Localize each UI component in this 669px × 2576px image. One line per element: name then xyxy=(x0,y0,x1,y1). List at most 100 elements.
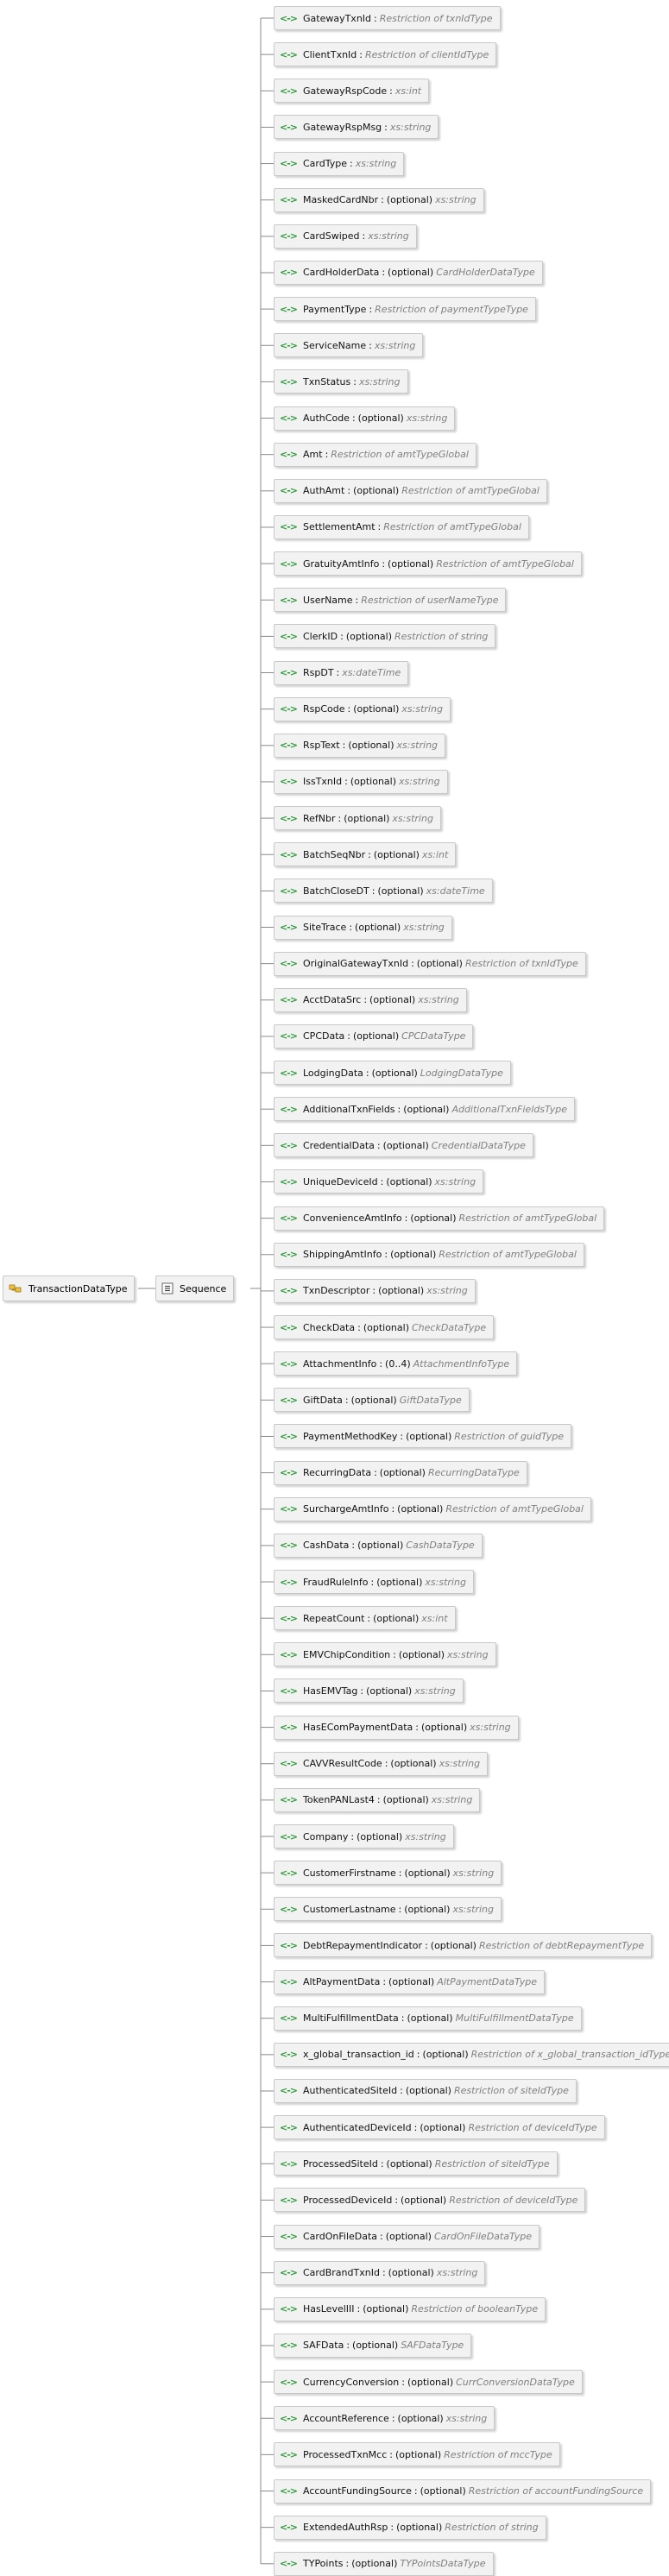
element-node[interactable]: <->CheckData:(optional)CheckDataType xyxy=(274,1315,495,1340)
element-node[interactable]: <->SettlementAmt:Restriction of amtTypeG… xyxy=(274,514,529,539)
element-separator: : xyxy=(404,1212,408,1225)
element-name: SAFData xyxy=(303,2340,344,2352)
element-node[interactable]: <->AuthenticatedSiteId:(optional)Restric… xyxy=(274,2078,577,2103)
element-node[interactable]: <->CurrencyConversion:(optional)CurrConv… xyxy=(274,2370,583,2395)
sequence-compositor[interactable]: Sequence xyxy=(155,1275,235,1301)
element-node[interactable]: <->AuthCode:(optional)xs:string xyxy=(274,406,456,431)
element-icon: <-> xyxy=(280,1830,298,1842)
root-complex-type[interactable]: TransactionDataType xyxy=(3,1275,136,1301)
element-occurrence: (optional) xyxy=(404,1867,451,1879)
element-node[interactable]: <->CashData:(optional)CashDataType xyxy=(274,1533,483,1558)
element-node[interactable]: <->BatchSeqNbr:(optional)xs:int xyxy=(274,842,457,867)
element-node[interactable]: <->ClientTxnId:Restriction of clientIdTy… xyxy=(274,42,497,67)
element-node[interactable]: <->CustomerLastname:(optional)xs:string xyxy=(274,1897,502,1922)
element-node[interactable]: <->CardHolderData:(optional)CardHolderDa… xyxy=(274,260,543,285)
element-node[interactable]: <->RspDT:xs:dateTime xyxy=(274,660,409,685)
element-name: CardOnFileData xyxy=(303,2231,378,2243)
element-node[interactable]: <->CardBrandTxnId:(optional)xs:string xyxy=(274,2260,486,2285)
element-node[interactable]: <->CPCData:(optional)CPCDataType xyxy=(274,1023,474,1049)
element-icon: <-> xyxy=(280,413,298,425)
element-node[interactable]: <->LodgingData:(optional)LodgingDataType xyxy=(274,1061,511,1086)
element-node[interactable]: <->RepeatCount:(optional)xs:int xyxy=(274,1606,456,1631)
element-name: GatewayRspMsg xyxy=(303,121,382,133)
element-separator: : xyxy=(351,1540,356,1552)
element-node[interactable]: <->TokenPANLast4:(optional)xs:string xyxy=(274,1787,481,1812)
element-occurrence: (optional) xyxy=(348,740,394,752)
element-node[interactable]: <->PaymentMethodKey:(optional)Restrictio… xyxy=(274,1424,572,1449)
element-node[interactable]: <->AttachmentInfo:(0..4)AttachmentInfoTy… xyxy=(274,1351,518,1376)
element-node[interactable]: <->ServiceName:xs:string xyxy=(274,333,424,358)
element-node[interactable]: <->TYPoints:(optional)TYPointsDataType xyxy=(274,2551,494,2576)
element-node[interactable]: <->RspCode:(optional)xs:string xyxy=(274,696,451,721)
element-node[interactable]: <->EMVChipCondition:(optional)xs:string xyxy=(274,1642,496,1667)
element-separator: : xyxy=(369,303,373,315)
element-node[interactable]: <->HasLevelIII:(optional)Restriction of … xyxy=(274,2296,546,2321)
element-node[interactable]: <->CardType:xs:string xyxy=(274,151,405,176)
element-node[interactable]: <->OriginalGatewayTxnId:(optional)Restri… xyxy=(274,951,586,976)
element-node[interactable]: <->AuthAmt:(optional)Restriction of amtT… xyxy=(274,478,547,503)
element-node[interactable]: <->PaymentType:Restriction of paymentTyp… xyxy=(274,297,536,322)
element-node[interactable]: <->x_global_transaction_id:(optional)Res… xyxy=(274,2042,669,2067)
element-icon: <-> xyxy=(280,1648,298,1660)
element-icon: <-> xyxy=(280,1430,298,1442)
element-node[interactable]: <->TxnStatus:xs:string xyxy=(274,369,408,394)
element-node[interactable]: <->DebtRepaymentIndicator:(optional)Rest… xyxy=(274,1933,653,1958)
element-node[interactable]: <->ProcessedTxnMcc:(optional)Restriction… xyxy=(274,2442,560,2467)
element-node[interactable]: <->RefNbr:(optional)xs:string xyxy=(274,806,441,831)
element-node[interactable]: <->AltPaymentData:(optional)AltPaymentDa… xyxy=(274,1969,546,1994)
element-name: TYPoints xyxy=(303,2558,344,2570)
element-node[interactable]: <->BatchCloseDT:(optional)xs:dateTime xyxy=(274,879,493,904)
element-node[interactable]: <->GatewayTxnId:Restriction of txnIdType xyxy=(274,6,501,30)
element-node[interactable]: <->UniqueDeviceId:(optional)xs:string xyxy=(274,1169,484,1194)
element-node[interactable]: <->SAFData:(optional)SAFDataType xyxy=(274,2333,472,2358)
element-node[interactable]: <->SiteTrace:(optional)xs:string xyxy=(274,915,452,940)
element-node[interactable]: <->CredentialData:(optional)CredentialDa… xyxy=(274,1133,533,1158)
element-name: ProcessedTxnMcc xyxy=(303,2448,388,2460)
element-node[interactable]: <->HasEMVTag:(optional)xs:string xyxy=(274,1678,464,1704)
element-icon: <-> xyxy=(280,158,298,170)
element-name: ClerkID xyxy=(303,630,338,642)
element-type: xs:int xyxy=(394,85,422,97)
element-node[interactable]: <->AuthenticatedDeviceId:(optional)Restr… xyxy=(274,2115,605,2140)
element-node[interactable]: <->GatewayRspCode:xs:int xyxy=(274,79,430,104)
element-name: PaymentType xyxy=(303,303,367,315)
element-node[interactable]: <->IssTxnId:(optional)xs:string xyxy=(274,769,448,794)
element-node[interactable]: <->MaskedCardNbr:(optional)xs:string xyxy=(274,187,484,212)
element-name: CheckData xyxy=(303,1321,356,1333)
element-type: xs:string xyxy=(396,740,439,752)
element-node[interactable]: <->Company:(optional)xs:string xyxy=(274,1824,454,1849)
element-icon: <-> xyxy=(280,1067,298,1079)
element-node[interactable]: <->GratuityAmtInfo:(optional)Restriction… xyxy=(274,551,582,576)
element-node[interactable]: <->UserName:Restriction of userNameType xyxy=(274,588,507,613)
element-node[interactable]: <->CardOnFileData:(optional)CardOnFileDa… xyxy=(274,2224,540,2249)
element-node[interactable]: <->ConvenienceAmtInfo:(optional)Restrict… xyxy=(274,1206,605,1231)
element-node[interactable]: <->RspText:(optional)xs:string xyxy=(274,733,446,758)
element-node[interactable]: <->RecurringData:(optional)RecurringData… xyxy=(274,1460,527,1485)
element-node[interactable]: <->TxnDescriptor:(optional)xs:string xyxy=(274,1278,476,1303)
element-node[interactable]: <->CustomerFirstname:(optional)xs:string xyxy=(274,1861,502,1886)
element-node[interactable]: <->Amt:Restriction of amtTypeGlobal xyxy=(274,442,477,467)
element-node[interactable]: <->ExtendedAuthRsp:(optional)Restriction… xyxy=(274,2515,546,2540)
element-node[interactable]: <->AcctDataSrc:(optional)xs:string xyxy=(274,987,467,1012)
element-name: x_global_transaction_id xyxy=(303,2049,414,2061)
element-node[interactable]: <->GiftData:(optional)GiftDataType xyxy=(274,1388,470,1413)
element-type: Restriction of deviceIdType xyxy=(449,2194,578,2206)
element-node[interactable]: <->ClerkID:(optional)Restriction of stri… xyxy=(274,624,496,649)
element-node[interactable]: <->AdditionalTxnFields:(optional)Additio… xyxy=(274,1097,575,1122)
element-node[interactable]: <->AccountFundingSource:(optional)Restri… xyxy=(274,2478,652,2504)
element-node[interactable]: <->FraudRuleInfo:(optional)xs:string xyxy=(274,1570,474,1595)
element-node[interactable]: <->CAVVResultCode:(optional)xs:string xyxy=(274,1751,489,1776)
element-node[interactable]: <->AccountReference:(optional)xs:string xyxy=(274,2406,495,2431)
element-node[interactable]: <->CardSwiped:xs:string xyxy=(274,224,417,249)
element-type: Restriction of txnIdType xyxy=(379,12,493,24)
element-node[interactable]: <->GatewayRspMsg:xs:string xyxy=(274,115,439,140)
element-node[interactable]: <->MultiFulfillmentData:(optional)MultiF… xyxy=(274,2006,582,2031)
element-occurrence: (optional) xyxy=(363,2303,409,2315)
element-node[interactable]: <->ShippingAmtInfo:(optional)Restriction… xyxy=(274,1242,584,1267)
element-node[interactable]: <->SurchargeAmtInfo:(optional)Restrictio… xyxy=(274,1496,591,1521)
element-name: BatchCloseDT xyxy=(303,885,369,897)
element-node[interactable]: <->ProcessedSiteId:(optional)Restriction… xyxy=(274,2151,558,2176)
element-name: CredentialData xyxy=(303,1139,375,1151)
element-node[interactable]: <->ProcessedDeviceId:(optional)Restricti… xyxy=(274,2188,586,2213)
element-node[interactable]: <->HasEComPaymentData:(optional)xs:strin… xyxy=(274,1715,519,1740)
